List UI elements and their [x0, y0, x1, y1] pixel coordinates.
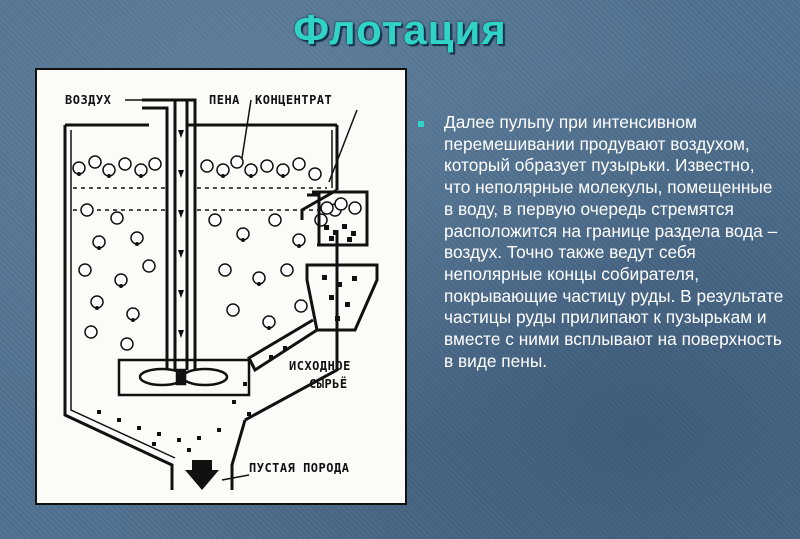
particles — [77, 172, 301, 330]
impeller — [117, 358, 251, 397]
concentrate-bubbles — [320, 197, 362, 215]
label-feed-line1: ИСХОДНОЕ — [289, 359, 351, 373]
flotation-diagram: ВОЗДУХ ПЕНА КОНЦЕНТРАТ ИСХОДНОЕ СЫРЬЁ ПУ… — [35, 68, 407, 505]
label-leaders — [125, 99, 358, 183]
label-feed-line2: СЫРЬЁ — [309, 376, 348, 391]
slide-title: Флотация — [293, 6, 507, 53]
air-arrows — [178, 130, 184, 338]
feed-particles — [232, 275, 357, 416]
tailing-particles — [97, 410, 221, 452]
bubbles — [72, 155, 342, 351]
foam-level-lines — [73, 187, 327, 211]
label-tailings: ПУСТАЯ ПОРОДА — [249, 461, 350, 475]
air-pipe — [142, 98, 197, 370]
concentrate-particles — [324, 224, 356, 242]
tank-inner-walls — [70, 130, 333, 459]
label-foam: ПЕНА — [209, 93, 240, 107]
label-concentrate: КОНЦЕНТРАТ — [255, 93, 332, 107]
concentrate-tray — [307, 190, 369, 247]
bullet-marker — [418, 121, 424, 127]
body-text: Далее пульпу при интенсивном перемешиван… — [444, 112, 784, 371]
tank-outline — [63, 123, 339, 490]
label-air: ВОЗДУХ — [65, 93, 112, 107]
tailings-arrow — [185, 460, 219, 490]
flotation-diagram-svg: ВОЗДУХ ПЕНА КОНЦЕНТРАТ ИСХОДНОЕ СЫРЬЁ ПУ… — [63, 93, 379, 490]
tailings-leader — [221, 474, 250, 481]
